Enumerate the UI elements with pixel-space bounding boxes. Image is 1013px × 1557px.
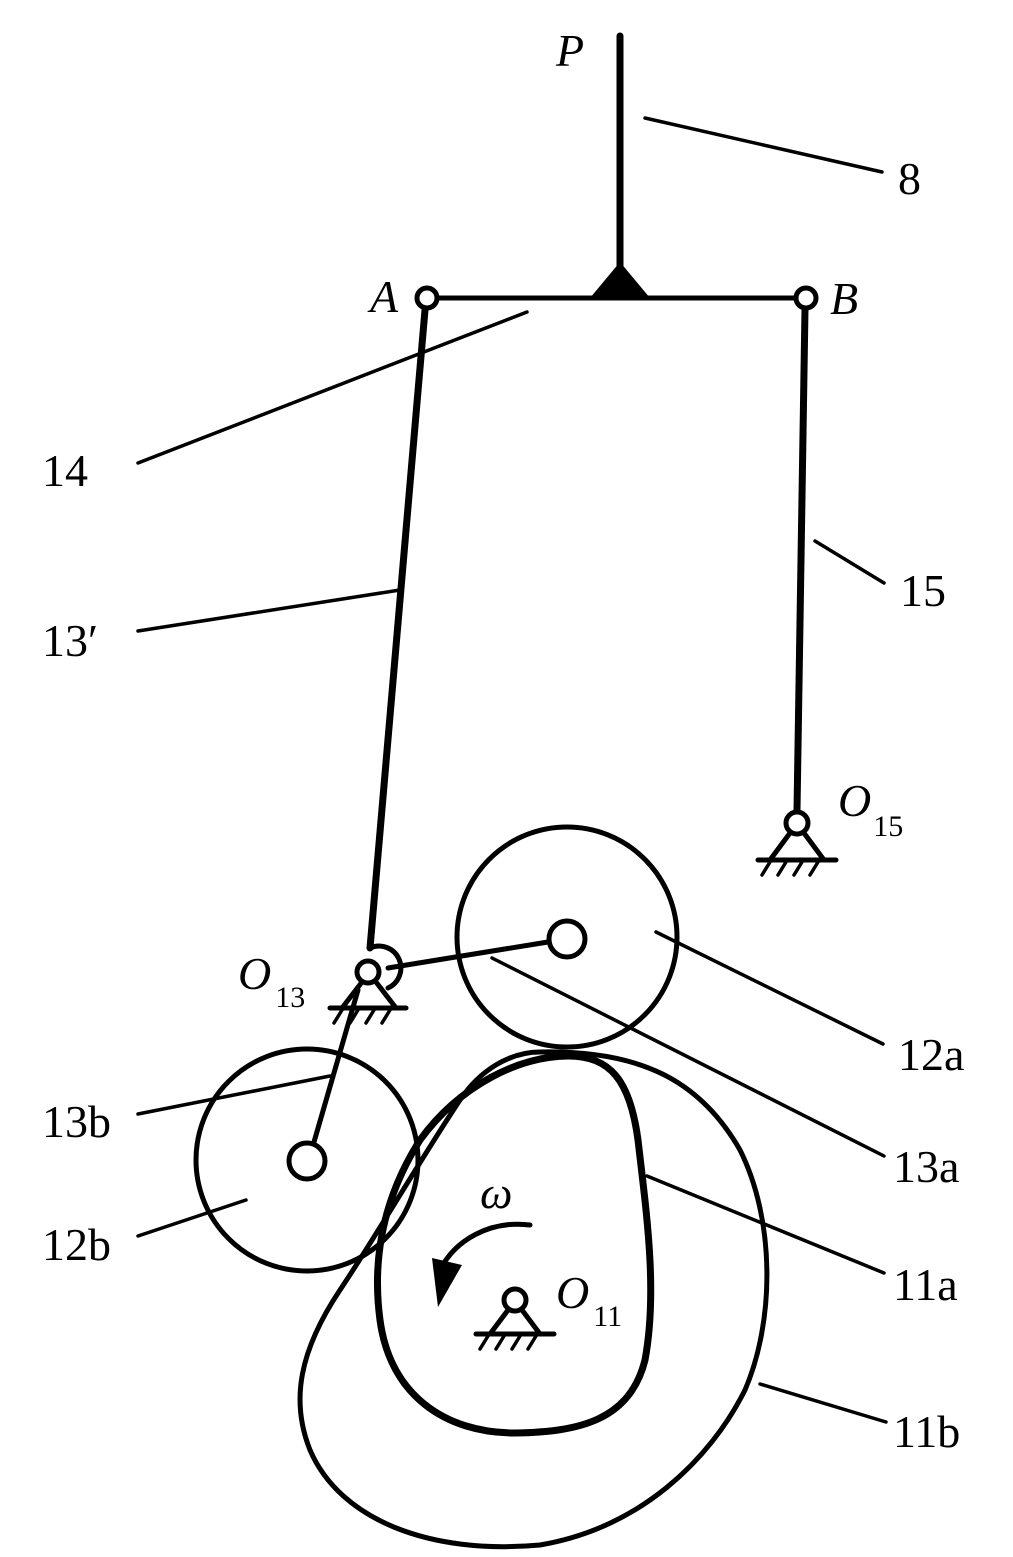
label-omega: ω — [480, 1167, 512, 1218]
leader-13b — [136, 1074, 332, 1116]
part-label-13prime: 13′ — [42, 615, 98, 666]
part-label-8: 8 — [898, 153, 921, 204]
part-label-12b: 12b — [42, 1219, 111, 1270]
pin-B — [793, 285, 819, 311]
part-label-15: 15 — [900, 565, 946, 616]
ground-support-O11 — [473, 1286, 557, 1351]
label-A: A — [367, 271, 399, 322]
roller-12a — [454, 824, 680, 1050]
cam-11b — [297, 1049, 770, 1550]
rotation-arrowhead-icon — [432, 1258, 462, 1307]
rigid-joint-triangle — [590, 262, 650, 298]
arm-13a — [385, 939, 551, 971]
ground-support-O13 — [327, 958, 409, 1025]
link-13prime-hub — [367, 943, 404, 991]
part-label-13a: 13a — [893, 1141, 959, 1192]
part-label-11a: 11a — [893, 1259, 958, 1310]
label-B: B — [830, 273, 858, 324]
leader-15 — [813, 539, 886, 585]
link-15 — [793, 305, 809, 814]
roller-12b-hub — [286, 1140, 328, 1182]
leader-13a — [490, 956, 886, 1158]
leader-8 — [643, 116, 884, 174]
label-P: P — [555, 25, 584, 76]
leader-12b — [136, 1198, 248, 1238]
roller-12b — [193, 1046, 421, 1274]
pin-A — [414, 285, 440, 311]
rotation-arrow — [437, 1221, 533, 1273]
link-13prime — [366, 306, 429, 952]
cam-11a — [373, 1052, 655, 1437]
part-label-13b: 13b — [42, 1096, 111, 1147]
ground-support-O15 — [755, 809, 839, 877]
arm-13b — [311, 987, 361, 1145]
part-label-14: 14 — [42, 445, 88, 496]
leader-13prime — [136, 588, 402, 633]
leader-12a — [654, 930, 885, 1046]
roller-12a-hub — [546, 918, 588, 960]
leader-11b — [758, 1382, 888, 1424]
leader-11a — [645, 1174, 886, 1275]
label-O15: O15 — [838, 775, 903, 843]
leader-14 — [136, 310, 529, 465]
part-label-12a: 12a — [898, 1029, 964, 1080]
part-label-11b: 11b — [893, 1406, 960, 1457]
